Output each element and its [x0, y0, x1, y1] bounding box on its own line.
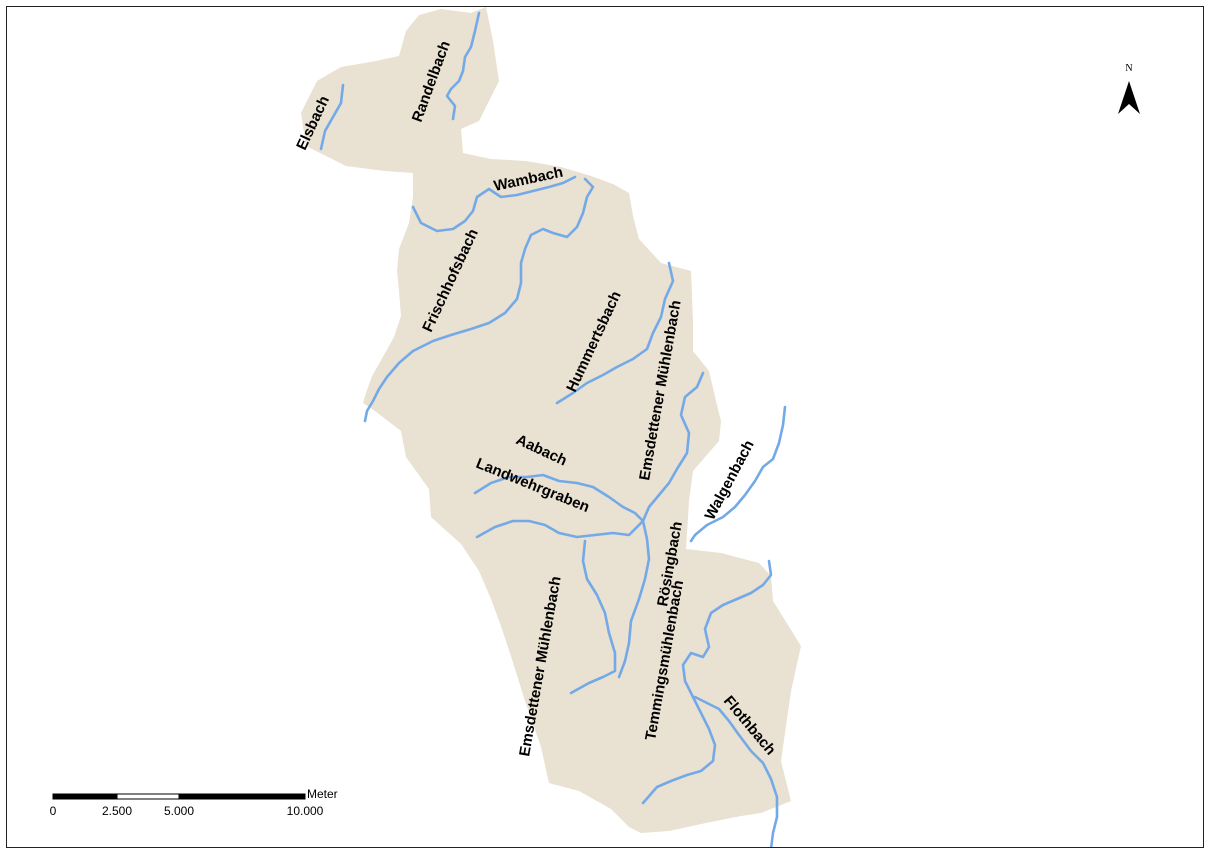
river-wambach: [411, 175, 577, 233]
scale-tick-2: 5.000: [164, 804, 194, 818]
river-aabach: [473, 473, 645, 523]
river-main-aa: [617, 519, 651, 679]
river-flothbach: [693, 695, 779, 847]
river-elsbach: [319, 83, 345, 151]
river-landwehrgraben: [475, 519, 645, 539]
river-hummertsbach: [555, 261, 675, 405]
scale-unit: Meter: [307, 787, 338, 801]
catchment-area: [301, 7, 801, 833]
river-walgenbach: [689, 405, 787, 543]
river-network: [319, 11, 787, 847]
scale-tick-3: 10.000: [287, 804, 324, 818]
river-randelbach: [445, 11, 481, 121]
river-emsdettener-muehlenbach-north: [641, 371, 705, 523]
north-letter: N: [1125, 63, 1132, 74]
scale-bar: Meter 0 2.500 5.000 10.000: [50, 787, 338, 818]
map-frame: Elsbach Randelbach Wambach Frischhofsbac…: [6, 6, 1204, 848]
river-emsdettener-muehlenbach-south: [569, 539, 617, 695]
map-canvas: Elsbach Randelbach Wambach Frischhofsbac…: [50, 7, 1140, 847]
north-arrow-icon: N: [1118, 63, 1140, 114]
river-temmingsmuehlenbach: [641, 559, 773, 805]
scale-tick-0: 0: [50, 804, 57, 818]
river-frischhofsbach: [363, 177, 595, 423]
scale-tick-1: 2.500: [102, 804, 132, 818]
